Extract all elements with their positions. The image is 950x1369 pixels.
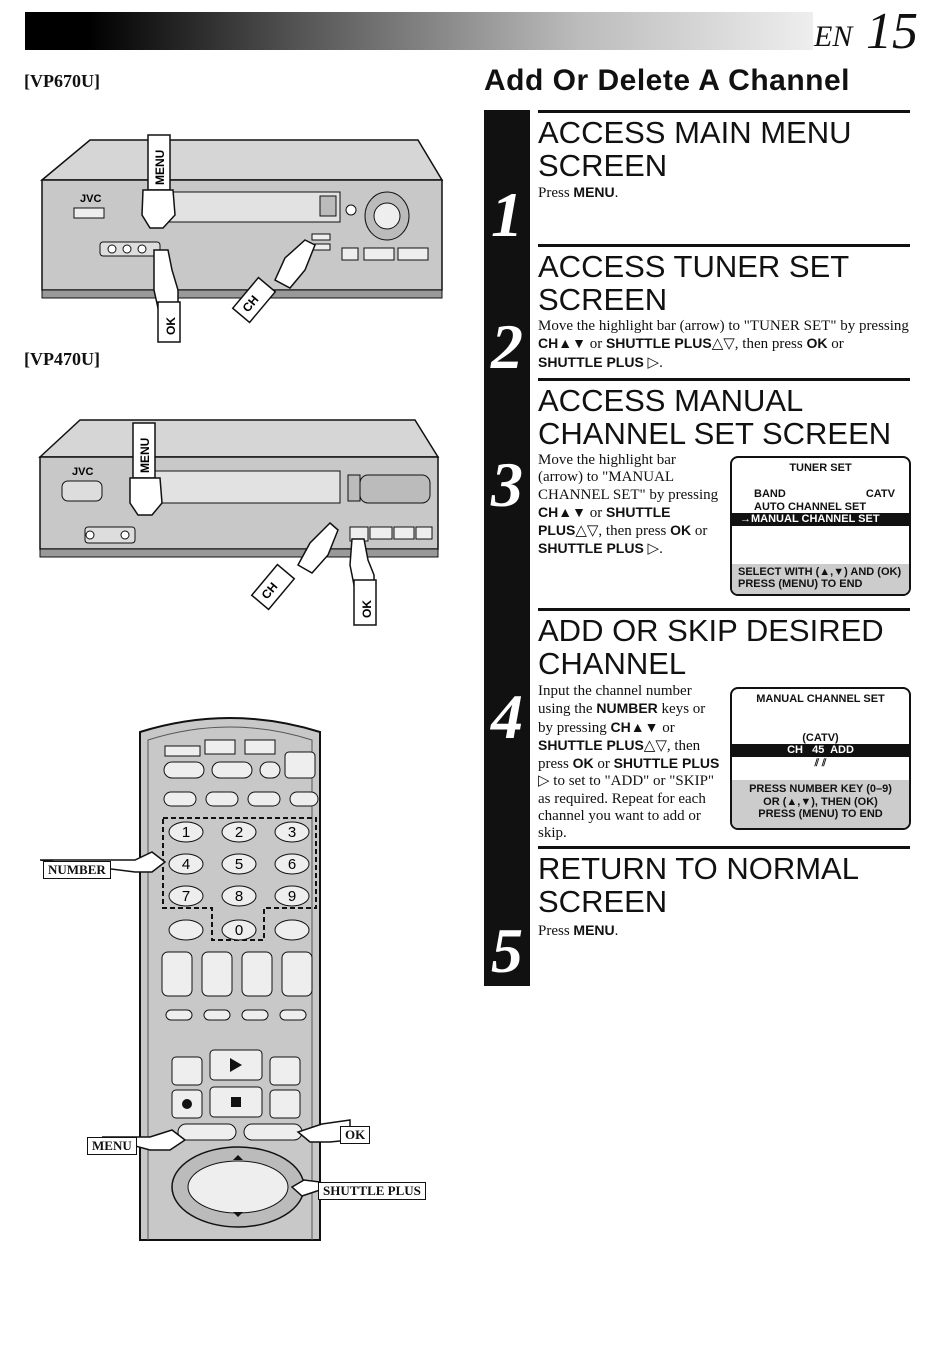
vcr2-brand-logo: JVC [72, 466, 93, 478]
step-3-rule [538, 378, 910, 381]
manual-channel-line: CH 45 ADD [732, 744, 909, 757]
step-4-rule [538, 608, 910, 611]
svg-text:6: 6 [288, 856, 296, 873]
step-number-4: 4 [491, 681, 523, 752]
page-number: 15 [866, 3, 918, 60]
svg-text:7: 7 [182, 888, 190, 905]
svg-text:OK: OK [164, 317, 178, 335]
manual-channel-set-screen: MANUAL CHANNEL SET (CATV) CH 45 ADD ⫽ ⫽ … [730, 687, 911, 830]
manual-catv-label: (CATV) [802, 732, 839, 744]
svg-text:1: 1 [182, 824, 190, 841]
model-label-vp670u: [VP670U] [24, 71, 100, 91]
number-keys: 1 2 3 4 5 6 7 8 9 0 [168, 821, 310, 941]
svg-text:5: 5 [235, 856, 243, 873]
model-label-vp470u: [VP470U] [24, 349, 100, 369]
step-number-column: 1 2 3 4 5 [484, 110, 530, 986]
step-3-text: Move the highlight bar (arrow) to "MANUA… [538, 452, 719, 558]
remote-control-illustration: 1 2 3 4 5 6 7 8 9 0 [40, 717, 351, 1241]
remote-label-number: NUMBER [43, 861, 111, 879]
remote-label-shuttle-plus: SHUTTLE PLUS [318, 1182, 426, 1200]
step-5-text: Press MENU. [538, 922, 619, 939]
svg-text:4: 4 [182, 856, 190, 873]
manual-screen-title: MANUAL CHANNEL SET [756, 693, 885, 705]
tuner-screen-title: TUNER SET [789, 462, 852, 474]
manual-screen-footer: PRESS NUMBER KEY (0–9) OR (▲,▼), THEN (O… [732, 780, 909, 828]
page-title: Add Or Delete A Channel [484, 64, 850, 97]
svg-text:OK: OK [360, 600, 374, 618]
svg-text:3: 3 [288, 824, 296, 841]
tuner-band-value: CATV [865, 488, 895, 500]
tuner-screen-footer: SELECT WITH (▲,▼) AND (OK) PRESS (MENU) … [732, 564, 909, 594]
step-5-rule [538, 846, 910, 849]
step-1-rule [538, 110, 910, 113]
tuner-manual-channel-highlight: →MANUAL CHANNEL SET [732, 513, 909, 526]
remote-label-menu: MENU [87, 1137, 137, 1155]
step-number-2: 2 [491, 311, 523, 382]
language-label: EN [814, 20, 853, 53]
step-1-text: Press MENU. [538, 184, 619, 201]
vcr-brand-logo: JVC [80, 193, 101, 205]
step-number-3: 3 [491, 449, 523, 520]
svg-text:0: 0 [235, 922, 243, 939]
vcr-vp470u-illustration: JVC MENU CH OK [38, 419, 440, 626]
tuner-set-screen: TUNER SET BAND CATV AUTO CHANNEL SET →MA… [730, 456, 911, 596]
step-4-text: Input the channel number using the NUMBE… [538, 683, 720, 842]
step-2-text: Move the highlight bar (arrow) to "TUNER… [538, 318, 909, 371]
step-number-1: 1 [491, 179, 523, 250]
svg-text:2: 2 [235, 824, 243, 841]
svg-text:MENU: MENU [138, 438, 152, 473]
step-2-rule [538, 244, 910, 247]
remote-label-ok: OK [340, 1126, 371, 1144]
step-number-5: 5 [491, 915, 523, 986]
svg-text:MENU: MENU [153, 150, 167, 185]
tuner-auto-channel: AUTO CHANNEL SET [754, 501, 867, 513]
tuner-band-label: BAND [754, 488, 786, 500]
manual-arrows-glyph: ⫽ ⫽ [814, 758, 827, 769]
svg-text:8: 8 [235, 888, 243, 905]
header-bar [25, 12, 813, 50]
svg-text:9: 9 [288, 888, 296, 905]
vcr-vp670u-illustration: JVC MENU OK CH [39, 134, 444, 343]
